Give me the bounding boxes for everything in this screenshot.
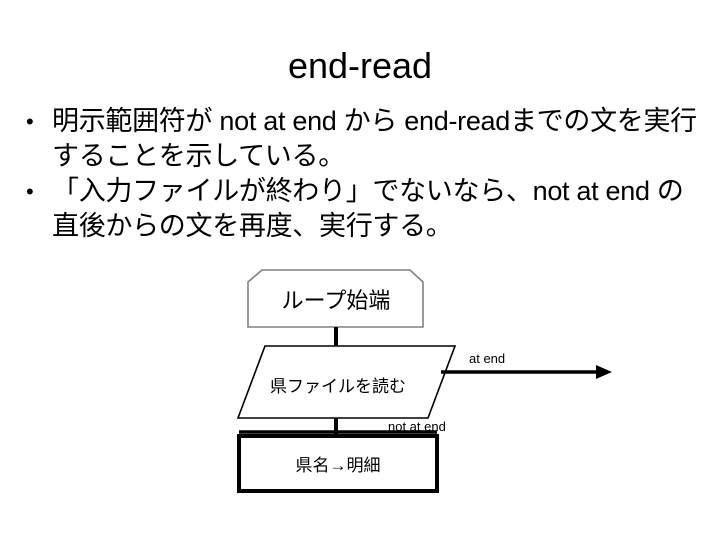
bullet-text: 明示範囲符が not at end から end-readまでの文を実行すること… bbox=[52, 106, 697, 171]
list-item: • 「入力ファイルが終わり」でないなら、not at end の直後からの文を再… bbox=[26, 174, 698, 244]
detail-shape bbox=[237, 434, 439, 493]
edge-label-not-at-end: not at end bbox=[388, 419, 446, 434]
page-title: end-read bbox=[287, 45, 433, 86]
arrowhead-at-end bbox=[596, 365, 612, 379]
read-file-shape bbox=[236, 345, 457, 419]
list-item: • 明示範囲符が not at end から end-readまでの文を実行する… bbox=[26, 104, 698, 174]
loop-start-shape bbox=[247, 269, 424, 328]
bullet-marker: • bbox=[26, 109, 34, 134]
bullet-list: • 明示範囲符が not at end から end-readまでの文を実行する… bbox=[26, 104, 698, 244]
bullet-marker: • bbox=[26, 179, 34, 204]
edge-label-at-end: at end bbox=[469, 351, 506, 366]
bullet-text: 「入力ファイルが終わり」でないなら、not at end の直後からの文を再度、… bbox=[52, 176, 684, 241]
